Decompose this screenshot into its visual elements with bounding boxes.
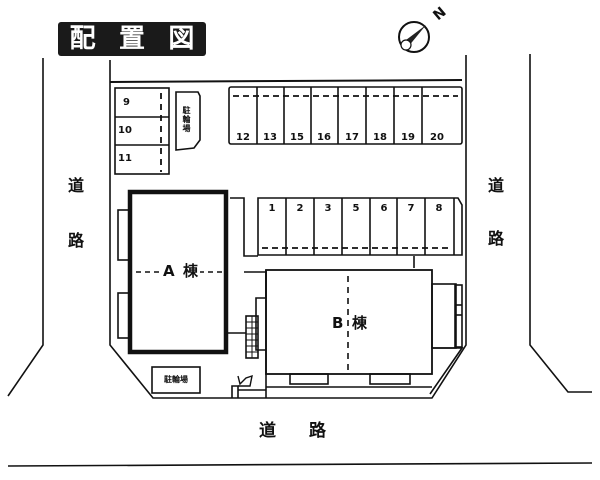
parking-slot-9: 9	[123, 97, 130, 108]
parking-slot-2: 2	[296, 203, 304, 214]
title-char: 配	[69, 24, 96, 54]
parking-slot-8: 8	[435, 203, 443, 214]
parking-top-row	[228, 86, 463, 145]
north-arrow-icon	[398, 21, 430, 53]
building-b-suffix: 棟	[352, 314, 368, 332]
title-char: 図	[168, 24, 195, 54]
parking-slot-16: 16	[317, 132, 331, 143]
building-b-label: B	[332, 314, 344, 332]
parking-slot-18: 18	[373, 132, 387, 143]
road-right-label-2: 路	[488, 229, 505, 248]
parking-slot-20: 20	[430, 132, 444, 143]
parking-slot-6: 6	[380, 203, 388, 214]
parking-slot-1: 1	[268, 203, 276, 214]
building-b-outline	[265, 269, 433, 375]
bicycle-parking-bottom-shape	[151, 366, 201, 394]
road-bottom-label-1: 道	[259, 421, 276, 441]
road-bottom-label-2: 路	[309, 421, 326, 441]
parking-slot-7: 7	[407, 203, 415, 214]
parking-middle-row	[257, 197, 463, 256]
parking-slot-3: 3	[324, 203, 332, 214]
road-left-label-2: 路	[68, 231, 85, 250]
parking-slot-17: 17	[345, 132, 359, 143]
bicycle-parking-top-label: 駐輪場	[182, 106, 191, 133]
lot-boundary	[109, 55, 467, 399]
page-title: 配 置 図	[58, 22, 206, 56]
bottom-road-line	[7, 462, 593, 467]
parking-slot-11: 11	[118, 153, 132, 164]
bicycle-parking-top-shape	[175, 91, 201, 151]
parking-slot-10: 10	[118, 125, 132, 136]
parking-slot-13: 13	[263, 132, 277, 143]
building-a-suffix: 棟	[181, 262, 201, 280]
left-road-boundary	[7, 58, 44, 397]
parking-slot-5: 5	[352, 203, 360, 214]
road-right-label-1: 道	[488, 176, 505, 195]
road-left-label-1: 道	[68, 176, 85, 195]
right-road-boundary	[529, 54, 592, 393]
parking-slot-12: 12	[236, 132, 250, 143]
building-a-label: A	[161, 262, 177, 280]
building-a-outline	[127, 189, 229, 355]
bicycle-parking-bottom-label: 駐輪場	[164, 375, 188, 384]
parking-left-column	[114, 87, 170, 175]
parking-slot-19: 19	[401, 132, 415, 143]
title-char: 置	[118, 24, 145, 54]
parking-slot-15: 15	[290, 132, 304, 143]
